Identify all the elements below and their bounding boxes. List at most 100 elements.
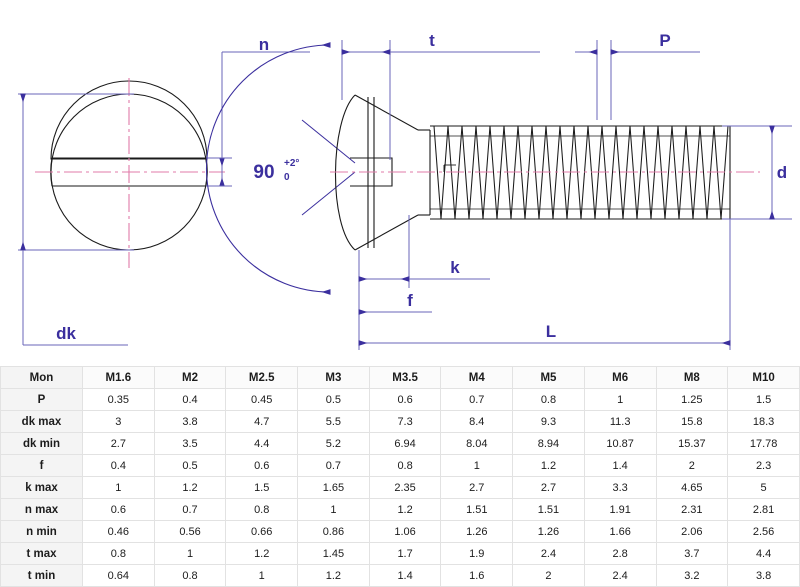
table-cell: 5.5 (297, 410, 370, 433)
dimension-table: Mon M1.6 M2 M2.5 M3 M3.5 M4 M5 M6 M8 M10… (0, 366, 800, 587)
table-row: k max 1 1.2 1.5 1.65 2.35 2.7 2.7 3.3 4.… (0, 476, 800, 499)
table-cell: 0.45 (225, 388, 299, 411)
table-cell: 3 (82, 410, 155, 433)
table-cell: 0.66 (225, 520, 299, 543)
table-header-cell: M2.5 (225, 366, 299, 389)
table-row: t min 0.64 0.8 1 1.2 1.4 1.6 2 2.4 3.2 3… (0, 564, 800, 587)
angle-upper-tolerance: +2° (284, 158, 299, 169)
table-row: f 0.4 0.5 0.6 0.7 0.8 1 1.2 1.4 2 2.3 (0, 454, 800, 477)
table-header-cell: Mon (0, 366, 83, 389)
table-cell: 2.31 (655, 498, 729, 521)
table-row: dk min 2.7 3.5 4.4 5.2 6.94 8.04 8.94 10… (0, 432, 800, 455)
table-cell: 18.3 (727, 410, 800, 433)
table-cell: 4.4 (727, 542, 800, 565)
dimension-t: t (341, 31, 540, 160)
table-header-cell: M3 (297, 366, 370, 389)
table-cell: 2.7 (82, 432, 155, 455)
label-k: k (450, 258, 460, 277)
row-label: P (0, 388, 83, 411)
table-cell: 1.26 (440, 520, 514, 543)
table-cell: 2 (512, 564, 585, 587)
table-header-cell: M5 (512, 366, 585, 389)
table-cell: 2.4 (583, 564, 657, 587)
table-cell: 2.8 (583, 542, 657, 565)
row-label: dk min (0, 432, 83, 455)
table-cell: 1 (583, 388, 657, 411)
screw-side-view (330, 94, 760, 251)
table-cell: 2.4 (512, 542, 585, 565)
table-cell: 0.8 (153, 564, 227, 587)
table-row: n min 0.46 0.56 0.66 0.86 1.06 1.26 1.26… (0, 520, 800, 543)
dimension-L: L (358, 219, 731, 350)
table-cell: 0.8 (368, 454, 442, 477)
table-cell: 0.56 (153, 520, 227, 543)
table-cell: 1.51 (512, 498, 585, 521)
table-cell: 0.4 (153, 388, 227, 411)
table-cell: 3.5 (153, 432, 227, 455)
table-cell: 1 (297, 498, 370, 521)
table-cell: 8.4 (440, 410, 514, 433)
table-cell: 0.64 (82, 564, 155, 587)
table-cell: 0.8 (225, 498, 299, 521)
table-cell: 4.65 (655, 476, 729, 499)
table-header-cell: M4 (440, 366, 514, 389)
table-cell: 1.2 (225, 542, 299, 565)
table-cell: 0.86 (297, 520, 370, 543)
table-cell: 2.06 (655, 520, 729, 543)
table-cell: 3.8 (153, 410, 227, 433)
table-cell: 1 (440, 454, 514, 477)
label-n: n (259, 35, 269, 54)
table-cell: 1.06 (368, 520, 442, 543)
table-cell: 1.5 (727, 388, 800, 411)
table-header-cell: M3.5 (368, 366, 442, 389)
table-cell: 0.5 (297, 388, 370, 411)
screw-spec-page: d k n 90 +2° 0 (0, 31, 800, 587)
table-cell: 2.3 (727, 454, 800, 477)
table-cell: 2.7 (440, 476, 514, 499)
dimension-p: P (575, 31, 700, 120)
table-cell: 1.4 (368, 564, 442, 587)
table-cell: 3.2 (655, 564, 729, 587)
table-cell: 1.2 (512, 454, 585, 477)
label-L: L (546, 322, 556, 341)
table-cell: 1.45 (297, 542, 370, 565)
table-cell: 1.2 (368, 498, 442, 521)
table-header-cell: M8 (655, 366, 729, 389)
table-header-cell: M1.6 (82, 366, 155, 389)
table-cell: 0.46 (82, 520, 155, 543)
row-label: t min (0, 564, 83, 587)
drawing-canvas: d k n 90 +2° 0 (18, 31, 792, 350)
table-cell: 0.5 (153, 454, 227, 477)
row-label: n max (0, 498, 83, 521)
table-cell: 10.87 (583, 432, 657, 455)
table-cell: 6.94 (368, 432, 442, 455)
row-label: n min (0, 520, 83, 543)
technical-drawing: d k n 90 +2° 0 (18, 31, 792, 350)
angle-arc (205, 42, 331, 295)
countersink-angle: 90 +2° 0 (205, 42, 356, 295)
table-cell: 2 (655, 454, 729, 477)
label-d: d (777, 163, 787, 182)
table-header-row: Mon M1.6 M2 M2.5 M3 M3.5 M4 M5 M6 M8 M10 (0, 366, 800, 389)
row-label: t max (0, 542, 83, 565)
table-cell: 1.66 (583, 520, 657, 543)
table-cell: 2.56 (727, 520, 800, 543)
table-cell: 0.4 (82, 454, 155, 477)
table-cell: 4.4 (225, 432, 299, 455)
table-cell: 1.4 (583, 454, 657, 477)
table-cell: 0.8 (512, 388, 585, 411)
table-cell: 5 (727, 476, 800, 499)
table-cell: 5.2 (297, 432, 370, 455)
angle-value: 90 (253, 162, 274, 183)
table-cell: 7.3 (368, 410, 442, 433)
table-header-cell: M6 (583, 366, 657, 389)
table-cell: 1.65 (297, 476, 370, 499)
table-cell: 1.51 (440, 498, 514, 521)
head-top-view (35, 78, 225, 268)
table-cell: 2.81 (727, 498, 800, 521)
label-f: f (407, 291, 413, 310)
dimension-table-container: Mon M1.6 M2 M2.5 M3 M3.5 M4 M5 M6 M8 M10… (0, 366, 800, 587)
table-cell: 1.2 (297, 564, 370, 587)
table-cell: 1.91 (583, 498, 657, 521)
table-cell: 11.3 (583, 410, 657, 433)
